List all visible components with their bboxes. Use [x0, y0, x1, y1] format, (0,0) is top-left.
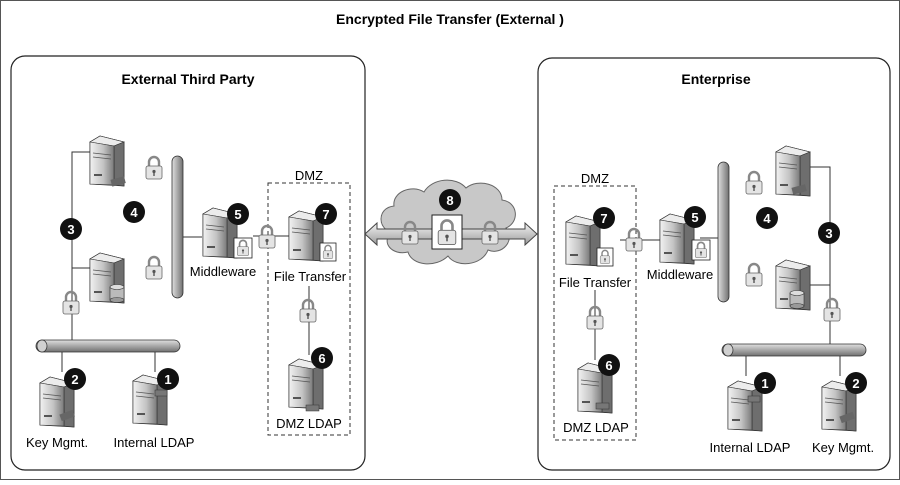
- padlock-icon: [233, 237, 253, 259]
- key-icon: [110, 176, 126, 187]
- svg-text:7: 7: [322, 207, 329, 222]
- marker-3-right: 3: [818, 222, 840, 244]
- svg-text:4: 4: [130, 205, 138, 220]
- svg-text:4: 4: [763, 211, 771, 226]
- database-icon: [109, 284, 125, 303]
- network-bus-icon: [35, 339, 181, 353]
- svg-text:5: 5: [691, 210, 698, 225]
- label-middleware-right: Middleware: [647, 267, 713, 282]
- marker-4-left: 4: [123, 201, 145, 223]
- network-bus-icon: [717, 161, 730, 303]
- marker-4-right: 4: [756, 207, 778, 229]
- svg-text:3: 3: [825, 226, 832, 241]
- svg-text:2: 2: [71, 372, 78, 387]
- panel-title-right: Enterprise: [681, 71, 750, 87]
- label-internal-ldap-right: Internal LDAP: [710, 440, 791, 455]
- svg-text:2: 2: [852, 376, 859, 391]
- marker-6-right: 6: [598, 354, 620, 376]
- label-file-transfer-left: File Transfer: [274, 269, 347, 284]
- svg-text:6: 6: [318, 351, 325, 366]
- svg-text:1: 1: [761, 376, 768, 391]
- marker-5-left: 5: [227, 203, 249, 225]
- marker-2-left: 2: [64, 368, 86, 390]
- marker-7-left: 7: [315, 203, 337, 225]
- svg-text:3: 3: [67, 222, 74, 237]
- padlock-icon: [691, 239, 711, 261]
- svg-text:7: 7: [600, 211, 607, 226]
- label-internal-ldap-left: Internal LDAP: [114, 435, 195, 450]
- label-key-mgmt-right: Key Mgmt.: [812, 440, 874, 455]
- label-dmz-ldap-left: DMZ LDAP: [276, 416, 342, 431]
- padlock-icon: [319, 242, 337, 262]
- key-icon: [59, 409, 75, 422]
- marker-7-right: 7: [593, 207, 615, 229]
- svg-text:8: 8: [446, 193, 453, 208]
- label-file-transfer-right: File Transfer: [559, 275, 632, 290]
- marker-3-left: 3: [60, 218, 82, 240]
- database-icon: [789, 290, 805, 309]
- marker-2-right: 2: [845, 372, 867, 394]
- label-key-mgmt-left: Key Mgmt.: [26, 435, 88, 450]
- dmz-label-left: DMZ: [295, 168, 323, 183]
- padlock-icon: [596, 247, 614, 267]
- marker-6-left: 6: [311, 347, 333, 369]
- panel-title-left: External Third Party: [121, 71, 254, 87]
- marker-1-right: 1: [754, 372, 776, 394]
- key-icon: [839, 411, 855, 424]
- svg-text:1: 1: [164, 372, 171, 387]
- padlock-icon: [431, 214, 463, 250]
- marker-5-right: 5: [684, 206, 706, 228]
- svg-text:5: 5: [234, 207, 241, 222]
- diagram-title: Encrypted File Transfer (External ): [336, 11, 564, 27]
- dmz-label-right: DMZ: [581, 171, 609, 186]
- network-bus-icon: [721, 343, 867, 357]
- marker-1-left: 1: [157, 368, 179, 390]
- marker-8: 8: [439, 189, 461, 211]
- dmz-box-left: [267, 182, 351, 436]
- network-bus-icon: [171, 155, 184, 299]
- label-dmz-ldap-right: DMZ LDAP: [563, 420, 629, 435]
- svg-text:6: 6: [605, 358, 612, 373]
- label-middleware-left: Middleware: [190, 264, 256, 279]
